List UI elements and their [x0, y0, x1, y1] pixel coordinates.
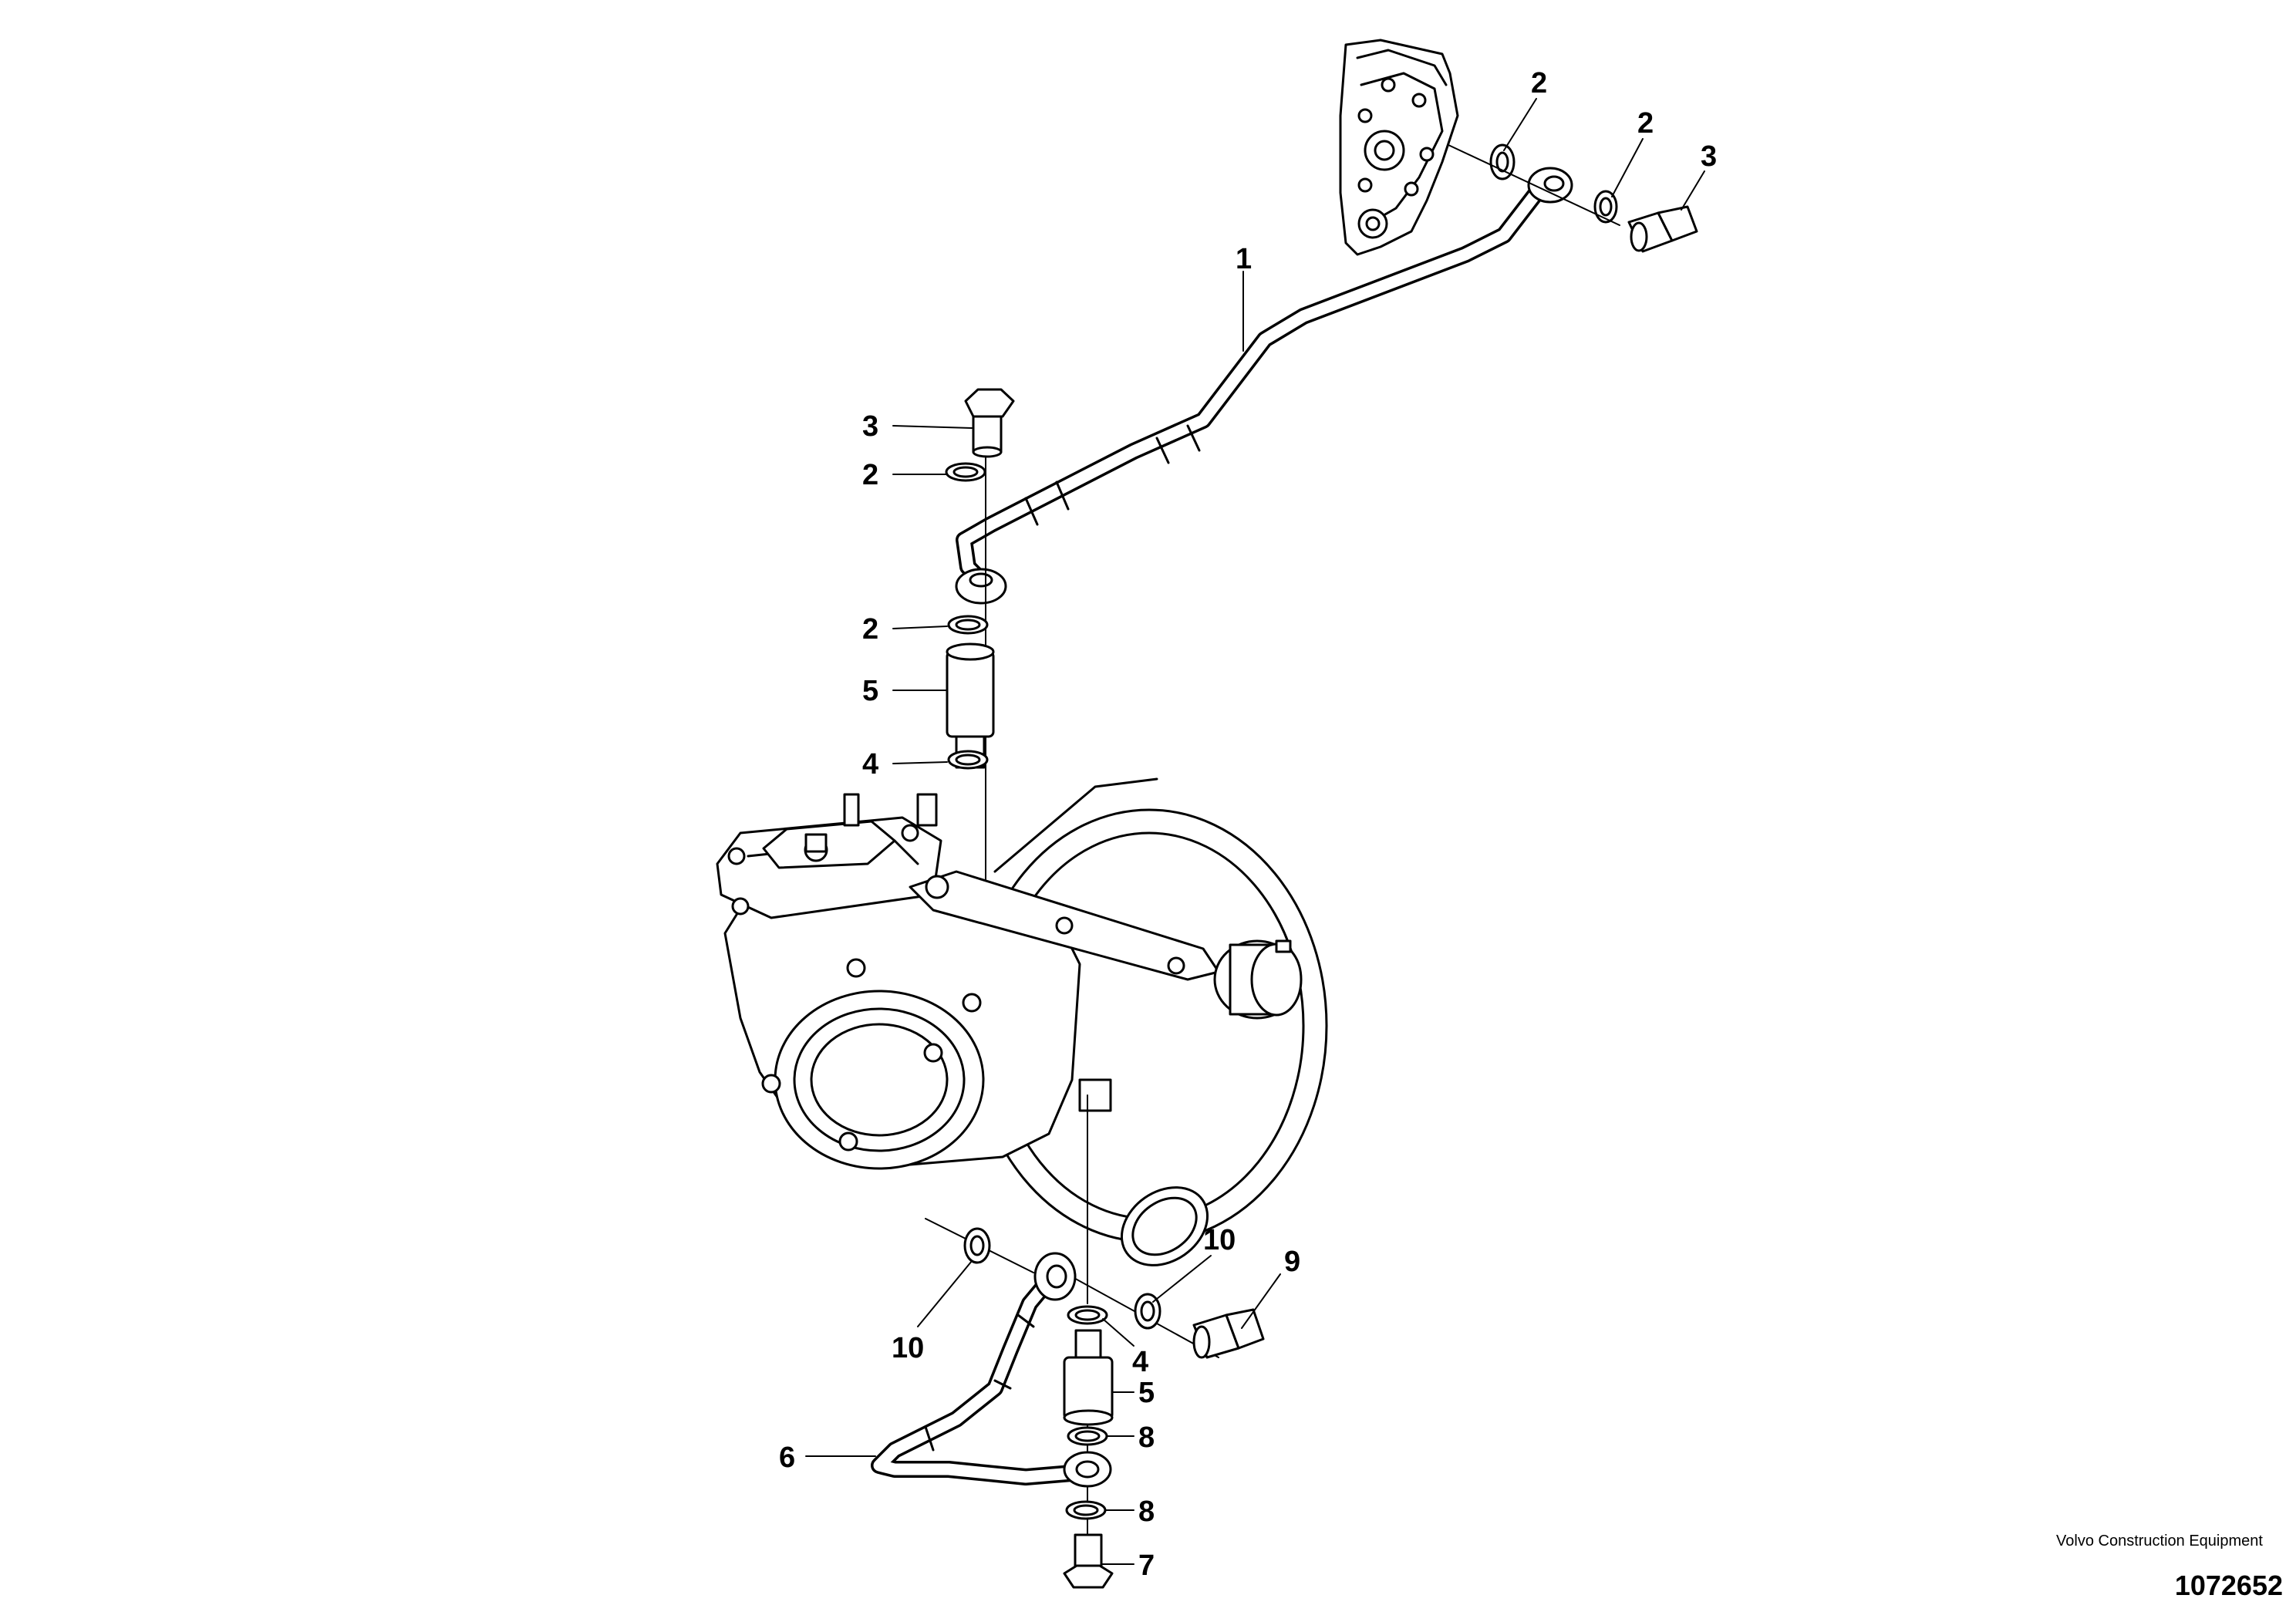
- sealing-washer-top-a: [1489, 143, 1515, 180]
- sealing-washer-left-a: [945, 462, 986, 482]
- callout-3-top: 3: [1701, 140, 1717, 173]
- callout-6: 6: [779, 1442, 795, 1474]
- banjo-bolt-top-right: [1627, 205, 1698, 253]
- callout-2-left-b: 2: [862, 613, 878, 646]
- callout-2-left-a: 2: [862, 459, 878, 491]
- sealing-washer-left-b: [947, 615, 989, 635]
- sealing-washer-lower-4: [1067, 1305, 1108, 1325]
- callout-10-left: 10: [892, 1332, 924, 1364]
- banjo-bolt-bottom: [1063, 1533, 1114, 1589]
- company-name: Volvo Construction Equipment: [2056, 1533, 2263, 1549]
- sealing-washer-upper-4: [947, 750, 989, 770]
- callout-4-bottom: 4: [1132, 1346, 1148, 1378]
- drawing-number: 1072652: [2174, 1570, 2283, 1601]
- callout-3-left: 3: [862, 410, 878, 443]
- turbocharger: [716, 777, 1328, 1266]
- callout-5-top: 5: [862, 675, 878, 707]
- callout-5-bottom: 5: [1138, 1377, 1155, 1409]
- callout-10-right: 10: [1203, 1224, 1236, 1256]
- callout-9: 9: [1284, 1246, 1300, 1278]
- callout-1: 1: [1236, 243, 1252, 275]
- callout-8-b: 8: [1138, 1496, 1155, 1528]
- callout-2-top-b: 2: [1637, 107, 1654, 140]
- sealing-washer-left-10: [963, 1227, 991, 1264]
- callout-2-top-a: 2: [1531, 67, 1547, 99]
- assembly-line-top-right: [1448, 144, 1620, 226]
- sealing-washer-right-10: [1134, 1293, 1161, 1330]
- callout-8-a: 8: [1138, 1421, 1155, 1454]
- callout-4-top: 4: [862, 748, 878, 781]
- banjo-bolt-lower-right: [1192, 1308, 1265, 1359]
- oil-pump-housing: [1339, 39, 1459, 256]
- oil-return-pipe: [871, 1252, 1112, 1488]
- oil-pipe-upper: [955, 167, 1573, 605]
- banjo-bolt-left: [964, 388, 1015, 458]
- sealing-washer-8b: [1065, 1500, 1107, 1520]
- sealing-washer-8a: [1067, 1426, 1108, 1446]
- adapter-sleeve-lower: [1063, 1329, 1114, 1426]
- sealing-washer-top-b: [1593, 190, 1618, 224]
- leader-lines: [805, 98, 1705, 1565]
- callout-7: 7: [1138, 1549, 1155, 1582]
